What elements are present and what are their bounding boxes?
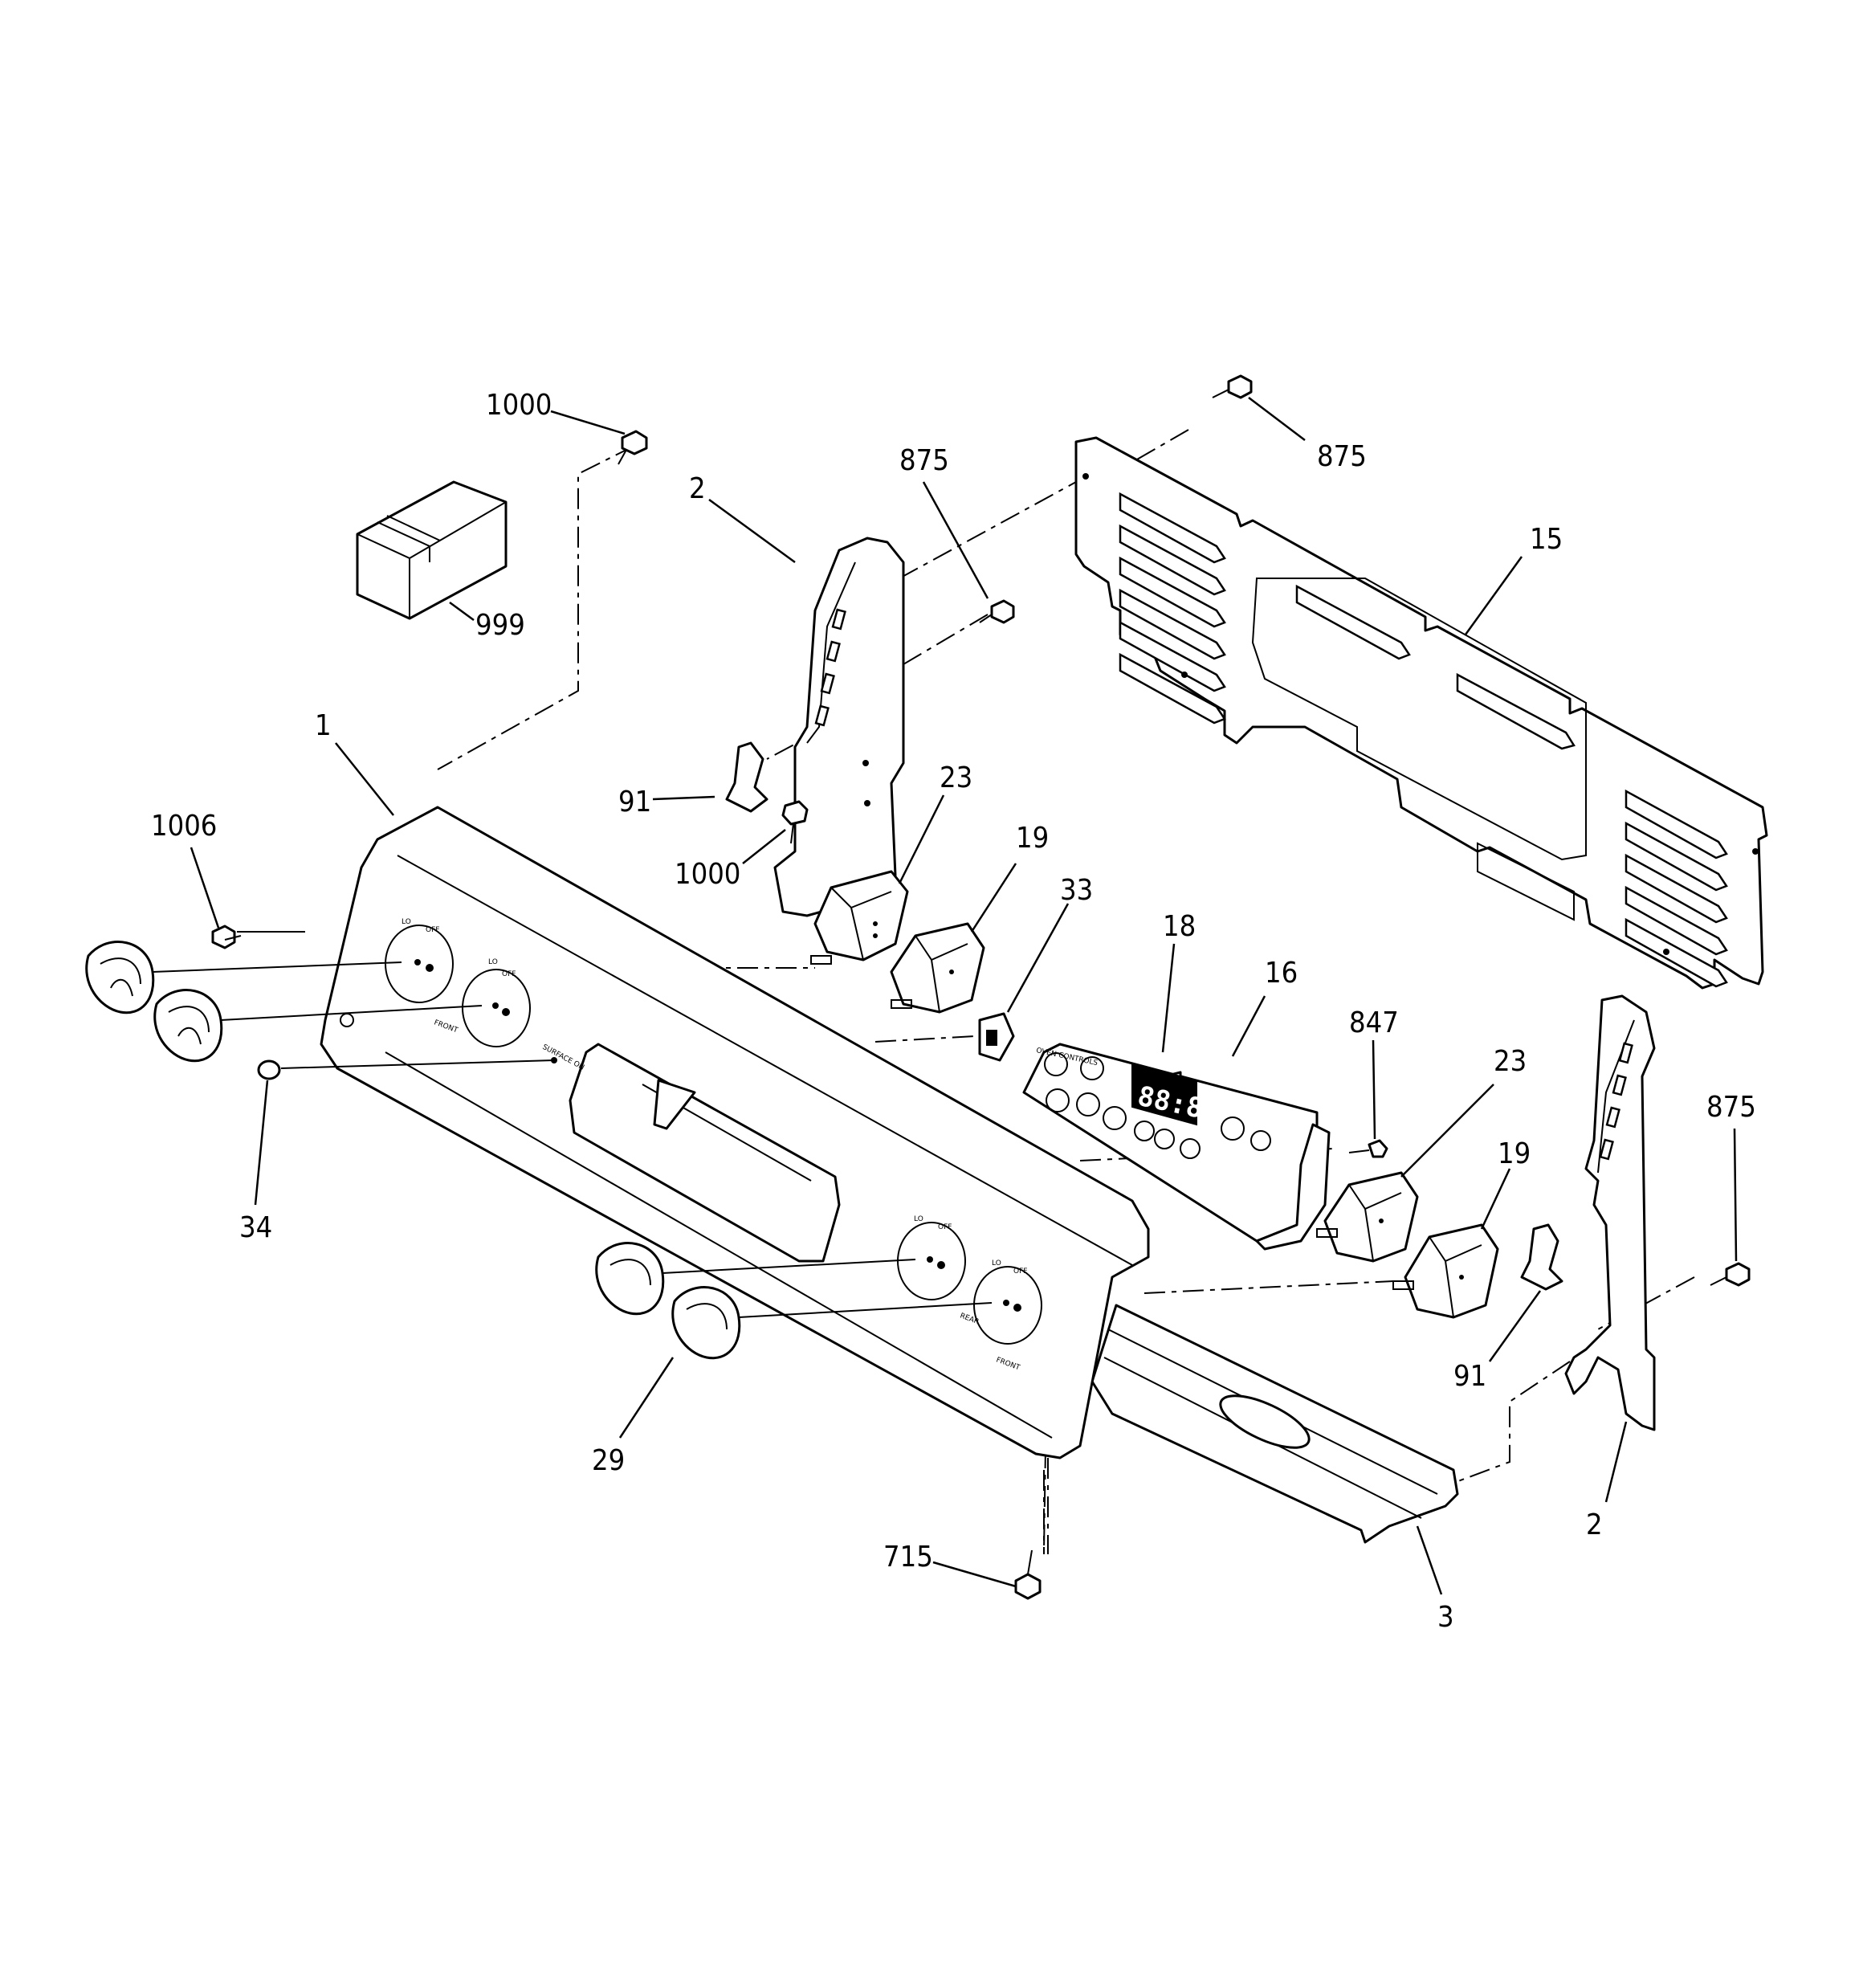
knob-29-b xyxy=(153,989,223,1063)
callout-19-left: 19 xyxy=(1016,822,1049,855)
screws xyxy=(211,374,1751,1600)
callout-91-right: 91 xyxy=(1453,1360,1486,1393)
callout-18: 18 xyxy=(1163,910,1196,943)
leader-lines xyxy=(190,397,1738,1595)
callout-875-right: 875 xyxy=(1706,1091,1756,1124)
side-bracket-right-2 xyxy=(1564,994,1656,1431)
knob-29-d xyxy=(671,1286,741,1360)
screw-1000-mid xyxy=(781,800,809,844)
switch-23-left xyxy=(810,870,909,965)
screw-715 xyxy=(1014,1549,1042,1600)
callout-999: 999 xyxy=(475,609,525,642)
callout-2-left: 2 xyxy=(689,472,706,505)
screw-875-top xyxy=(1212,374,1253,399)
dial3-off-label: OFF xyxy=(938,1223,952,1231)
callout-847: 847 xyxy=(1349,1006,1399,1039)
callout-875-mid: 875 xyxy=(899,444,949,477)
callout-1000-top: 1000 xyxy=(486,389,552,422)
screw-847 xyxy=(1348,1139,1388,1158)
callout-23-left: 23 xyxy=(940,761,972,794)
callout-15: 15 xyxy=(1530,523,1563,556)
indicator-light-33 xyxy=(978,1012,1015,1062)
callout-29: 29 xyxy=(592,1444,625,1477)
callout-33: 33 xyxy=(1060,874,1093,907)
switch-19-left xyxy=(890,922,985,1014)
switch-23-right xyxy=(1316,1171,1419,1263)
callout-1006: 1006 xyxy=(151,810,217,843)
callout-19-right: 19 xyxy=(1498,1137,1531,1170)
dial1-lo-label: LO xyxy=(402,918,411,926)
shaft-lines xyxy=(152,931,993,1318)
callout-1: 1 xyxy=(315,709,332,742)
callout-875-top: 875 xyxy=(1317,440,1367,473)
callout-labels: 1000 999 2 875 875 15 1 91 1000 23 19 33… xyxy=(151,389,1756,1634)
screw-875-right xyxy=(1710,1262,1751,1287)
screw-1000-top xyxy=(618,430,648,465)
dial3-lo-label: LO xyxy=(914,1215,923,1223)
clip-91-right xyxy=(1520,1223,1563,1291)
knob-29-c xyxy=(595,1242,665,1316)
dial2-off-label: OFF xyxy=(502,970,516,978)
callout-2-right: 2 xyxy=(1586,1508,1603,1541)
control-board-16: 88:88 OVEN CONTROLS xyxy=(1022,1043,1331,1251)
callout-715: 715 xyxy=(883,1541,933,1574)
screw-1006 xyxy=(211,925,242,949)
knob-29-a xyxy=(85,941,155,1014)
callout-16: 16 xyxy=(1265,957,1298,990)
callout-23-right: 23 xyxy=(1494,1045,1527,1078)
lower-trim-3 xyxy=(1090,1304,1459,1544)
callout-1000-mid: 1000 xyxy=(675,858,740,891)
plug-34 xyxy=(257,1059,281,1080)
switch-19-right xyxy=(1392,1223,1499,1319)
dial1-off-label: OFF xyxy=(426,926,439,934)
dial2-lo-label: LO xyxy=(488,958,498,966)
parts-box-999 xyxy=(356,480,508,620)
rear-panel-15 xyxy=(1074,436,1768,990)
dial4-off-label: OFF xyxy=(1013,1268,1027,1276)
dial4-lo-label: LO xyxy=(992,1259,1001,1268)
callout-3: 3 xyxy=(1437,1601,1454,1634)
callout-91-left: 91 xyxy=(618,786,651,818)
callout-34: 34 xyxy=(239,1211,272,1244)
side-bracket-left-2 xyxy=(773,537,905,917)
screw-875-mid xyxy=(979,599,1015,624)
clip-91-left xyxy=(725,741,768,813)
control-panel-1: LO OFF LO OFF FRONT SURFACE ON LO OFF RE… xyxy=(320,806,1150,1459)
